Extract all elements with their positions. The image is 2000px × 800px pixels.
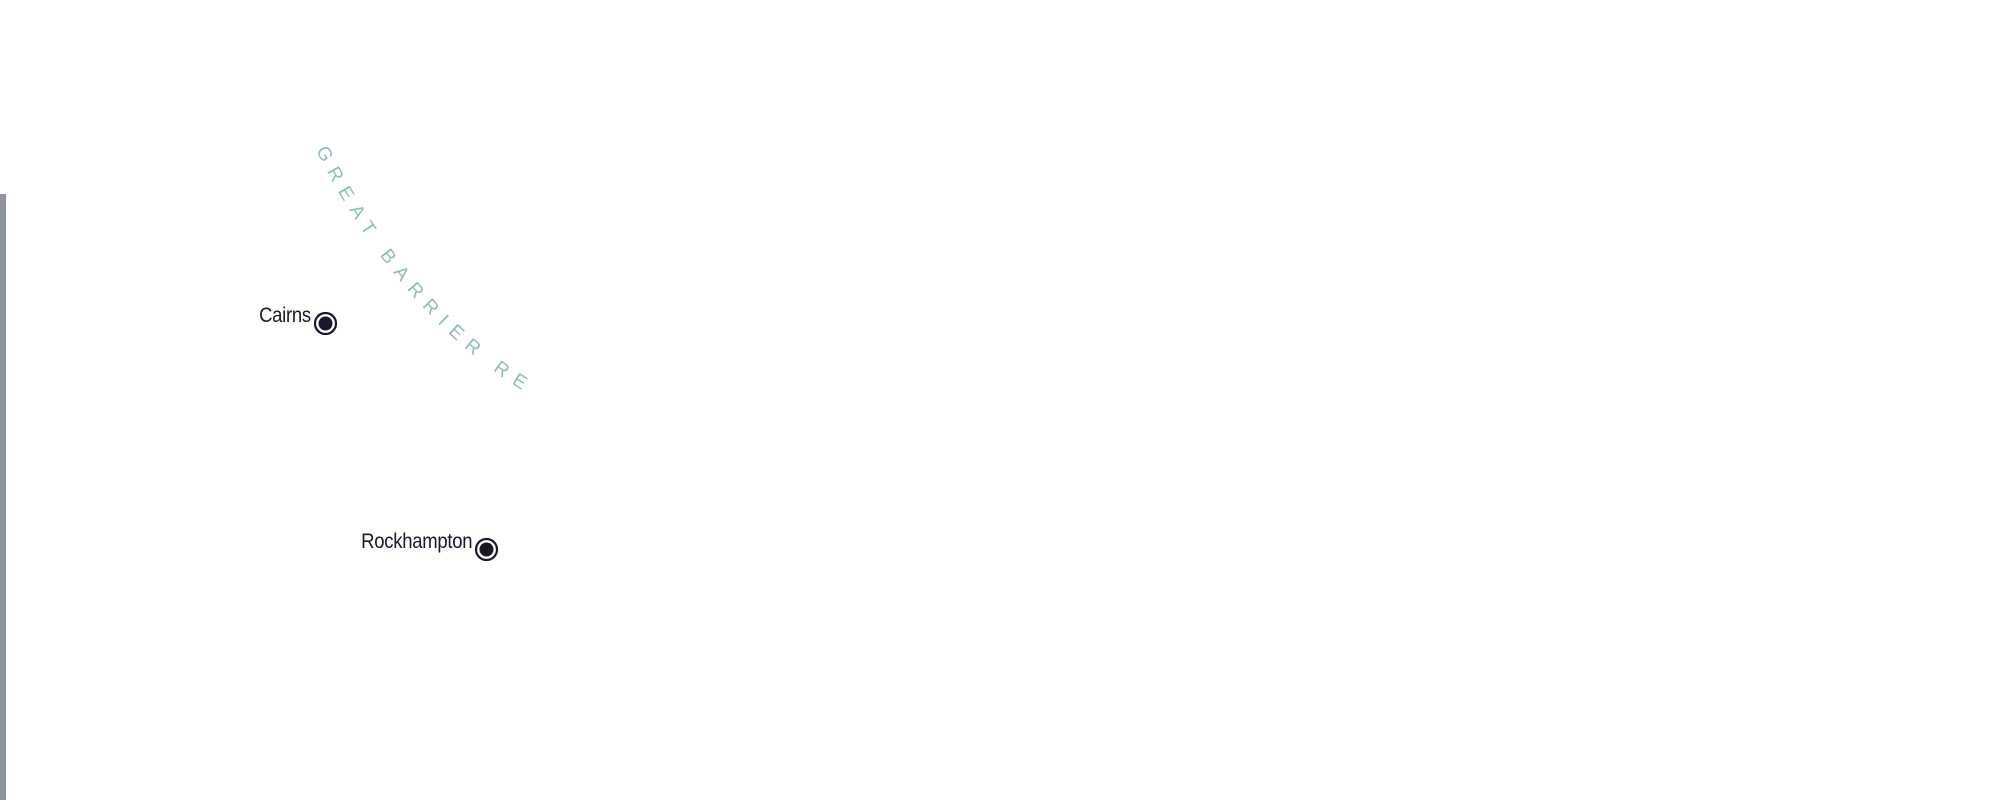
map-edge-border (0, 194, 6, 800)
city-dot-icon[interactable] (474, 537, 499, 562)
city-label-rockhampton: Rockhampton (360, 530, 472, 553)
city-label-cairns: Cairns (259, 304, 311, 327)
city-dot-icon[interactable] (313, 311, 338, 336)
reef-label-text: GREAT BARRIER REEF (0, 0, 529, 399)
reef-label: GREAT BARRIER REEF (0, 0, 538, 399)
